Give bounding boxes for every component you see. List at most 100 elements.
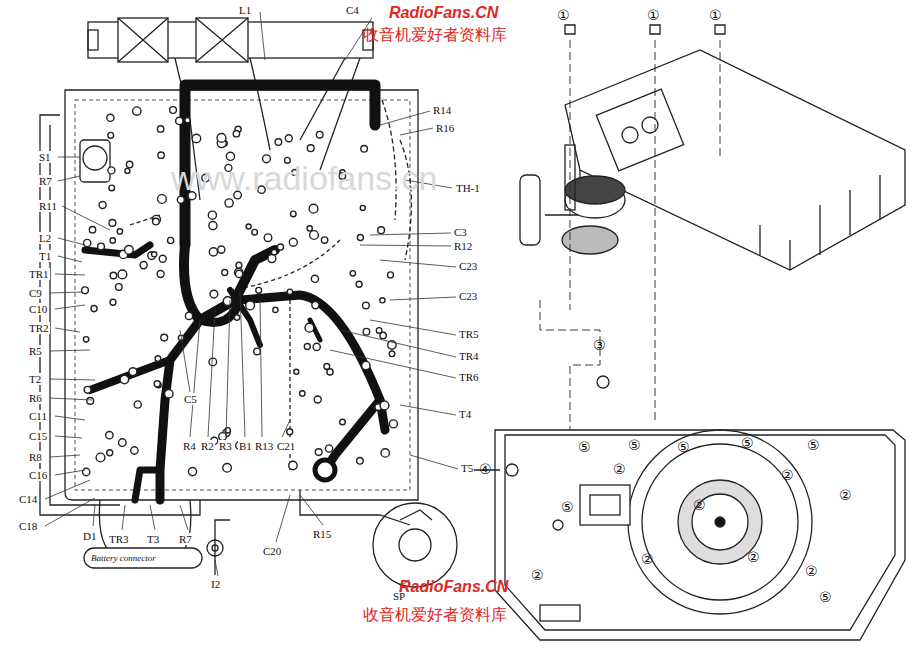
solder-pad [168, 237, 174, 243]
solder-pad [177, 196, 184, 203]
part-label: R12 [453, 240, 473, 252]
part-label: C9 [28, 287, 43, 299]
solder-pad [235, 268, 243, 276]
solder-pad [110, 272, 117, 279]
part-label: R4 [182, 440, 197, 452]
part-label: R15 [312, 528, 332, 540]
solder-pad [309, 204, 318, 213]
solder-pad [159, 255, 166, 262]
solder-pad [277, 244, 283, 250]
part-label: T5 [460, 462, 474, 474]
solder-pad [188, 468, 196, 476]
solder-pad [83, 468, 90, 475]
solder-pad [304, 344, 310, 350]
solder-pad [116, 284, 123, 291]
solder-pad [307, 145, 314, 152]
solder-pad [217, 134, 226, 143]
watermark: RadioFans.CN [388, 4, 499, 22]
solder-pad [89, 227, 95, 233]
solder-pad [287, 289, 292, 294]
solder-pad [307, 226, 312, 231]
callout-number: ⑤ [818, 590, 833, 605]
part-label: R16 [435, 122, 455, 134]
part-label: T1 [38, 250, 52, 262]
solder-pad [324, 364, 330, 370]
solder-pad [157, 126, 163, 132]
part-label: D1 [82, 530, 97, 542]
watermark: www.radiofans.cn [170, 160, 438, 196]
solder-pad [380, 401, 389, 410]
solder-pad [108, 167, 115, 174]
part-label: T2 [28, 373, 42, 385]
callout-number: ② [746, 550, 761, 565]
part-label: C5 [183, 393, 198, 405]
part-label: C21 [276, 440, 296, 452]
solder-pad [99, 202, 106, 209]
part-label: R5 [28, 345, 43, 357]
solder-pad [176, 117, 183, 124]
callout-number: ③ [592, 338, 607, 353]
solder-pad [119, 439, 127, 447]
part-label: TH-1 [455, 182, 481, 194]
solder-pad [389, 351, 395, 357]
solder-pad [313, 343, 320, 350]
solder-pad [225, 199, 233, 207]
solder-pad [310, 231, 319, 240]
solder-pad [223, 464, 232, 473]
part-label: C23 [458, 260, 478, 272]
solder-pad [363, 328, 370, 335]
solder-pad [234, 315, 239, 320]
callout-number: ⑤ [740, 436, 755, 451]
solder-pad [158, 195, 167, 204]
solder-pad [125, 168, 130, 173]
solder-pad [154, 381, 160, 387]
solder-pad [109, 220, 116, 227]
solder-pad [380, 298, 385, 303]
part-label: R7 [38, 175, 53, 187]
solder-pad [133, 107, 141, 115]
part-label: L2 [38, 232, 52, 244]
callout-number: ② [612, 462, 627, 477]
solder-pad [356, 281, 362, 287]
solder-pad [256, 287, 262, 293]
part-label: T3 [146, 533, 160, 545]
solder-pad [378, 227, 385, 234]
solder-pad [291, 211, 297, 217]
solder-pad [300, 391, 305, 396]
solder-pad [236, 262, 242, 268]
callout-number: ② [838, 488, 853, 503]
solder-pad [192, 134, 201, 143]
part-label: S1 [38, 151, 52, 163]
part-label: R7 [178, 533, 193, 545]
solder-pad [376, 328, 382, 334]
part-label: R13 [254, 440, 274, 452]
solder-pad [360, 205, 365, 210]
solder-pad [165, 390, 173, 398]
solder-pad [140, 262, 147, 269]
solder-pad [357, 235, 363, 241]
part-label: TR4 [458, 350, 480, 362]
watermark: 收音机爱好者资料库 [362, 606, 508, 624]
callout-number: ⑤ [806, 438, 821, 453]
part-label: R8 [28, 451, 43, 463]
callout-number: ② [692, 498, 707, 513]
callout-number: ② [780, 468, 795, 483]
solder-pad [155, 356, 161, 362]
solder-pad [326, 445, 333, 452]
solder-pad [289, 238, 297, 246]
solder-pad [185, 118, 190, 123]
callout-number: ② [640, 552, 655, 567]
part-label: R14 [432, 104, 452, 116]
part-label: C16 [28, 469, 48, 481]
callout-number: ① [708, 8, 723, 23]
part-label: C14 [18, 493, 38, 505]
solder-pad [110, 238, 115, 243]
solder-pad [110, 299, 116, 305]
solder-pad [350, 271, 355, 276]
solder-pad [87, 398, 94, 405]
solder-pad [275, 139, 282, 146]
watermark: 收音机爱好者资料库 [362, 26, 508, 44]
solder-pad [153, 218, 160, 225]
solder-pad [108, 132, 114, 138]
solder-pad [185, 312, 192, 319]
